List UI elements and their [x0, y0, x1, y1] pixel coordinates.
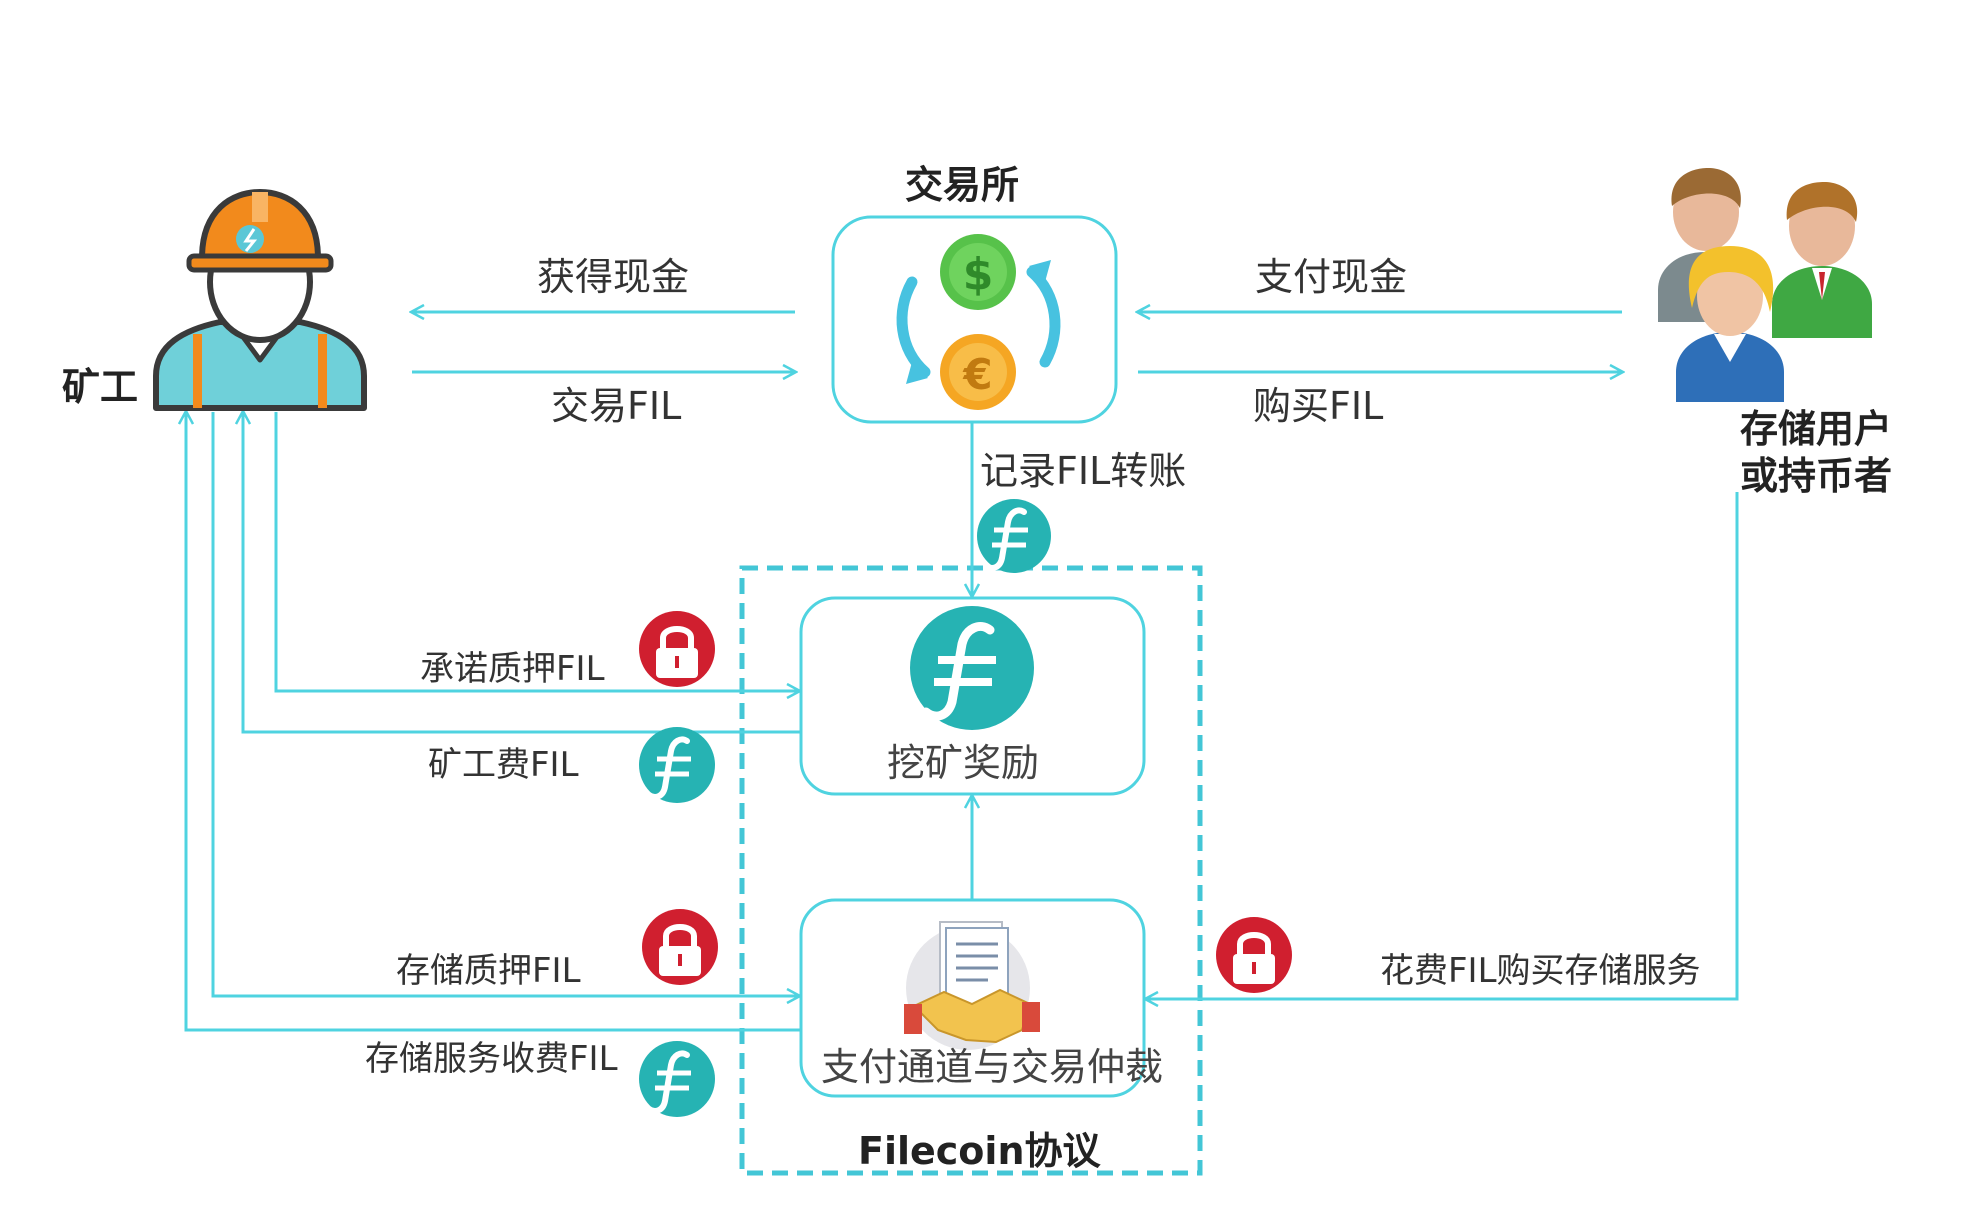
miner-fee-arrow [243, 412, 801, 734]
miner-fee-label: 矿工费FIL [428, 745, 579, 785]
pledge-commit-arrow [274, 412, 799, 691]
pay-cash-label: 支付现金 [1255, 255, 1408, 299]
lock-icon [1216, 917, 1292, 993]
fil-badge-icon [977, 499, 1051, 573]
get-cash-label: 获得现金 [537, 255, 690, 299]
protocol-title: Filecoin协议 [858, 1129, 1101, 1173]
fil-badge-icon [639, 727, 715, 803]
record-transfer-label: 记录FIL转账 [980, 449, 1187, 493]
svg-text:$: $ [963, 249, 994, 300]
trade-fil-label: 交易FIL [551, 384, 682, 428]
exchange-coins-icon: $ € [896, 234, 1061, 410]
contract-handshake-icon [904, 921, 1040, 1050]
payment-channel-label: 支付通道与交易仲裁 [821, 1045, 1164, 1089]
spend-storage-label: 花费FIL购买存储服务 [1380, 951, 1701, 991]
filecoin-logo-icon [910, 606, 1034, 730]
user-label-line1: 存储用户 [1740, 407, 1893, 451]
users-group-icon [1658, 168, 1872, 402]
storage-service-fee-label: 存储服务收费FIL [365, 1039, 618, 1079]
storage-pledge-arrow [211, 412, 799, 996]
user-label-line2: 或持币者 [1740, 454, 1893, 498]
pledge-commit-label: 承诺质押FIL [420, 649, 605, 689]
fil-badge-icon [639, 1041, 715, 1117]
miner-icon [153, 188, 367, 411]
buy-fil-label: 购买FIL [1253, 384, 1384, 428]
mining-reward-label: 挖矿奖励 [887, 741, 1040, 785]
storage-pledge-label: 存储质押FIL [396, 951, 581, 991]
spend-storage-arrow [1146, 492, 1739, 999]
svg-text:€: € [962, 350, 992, 399]
storage-fee-arrow [186, 412, 801, 1032]
lock-icon [639, 611, 715, 687]
lock-icon [642, 909, 718, 985]
exchange-title: 交易所 [905, 163, 1020, 207]
miner-label: 矿工 [62, 365, 139, 409]
